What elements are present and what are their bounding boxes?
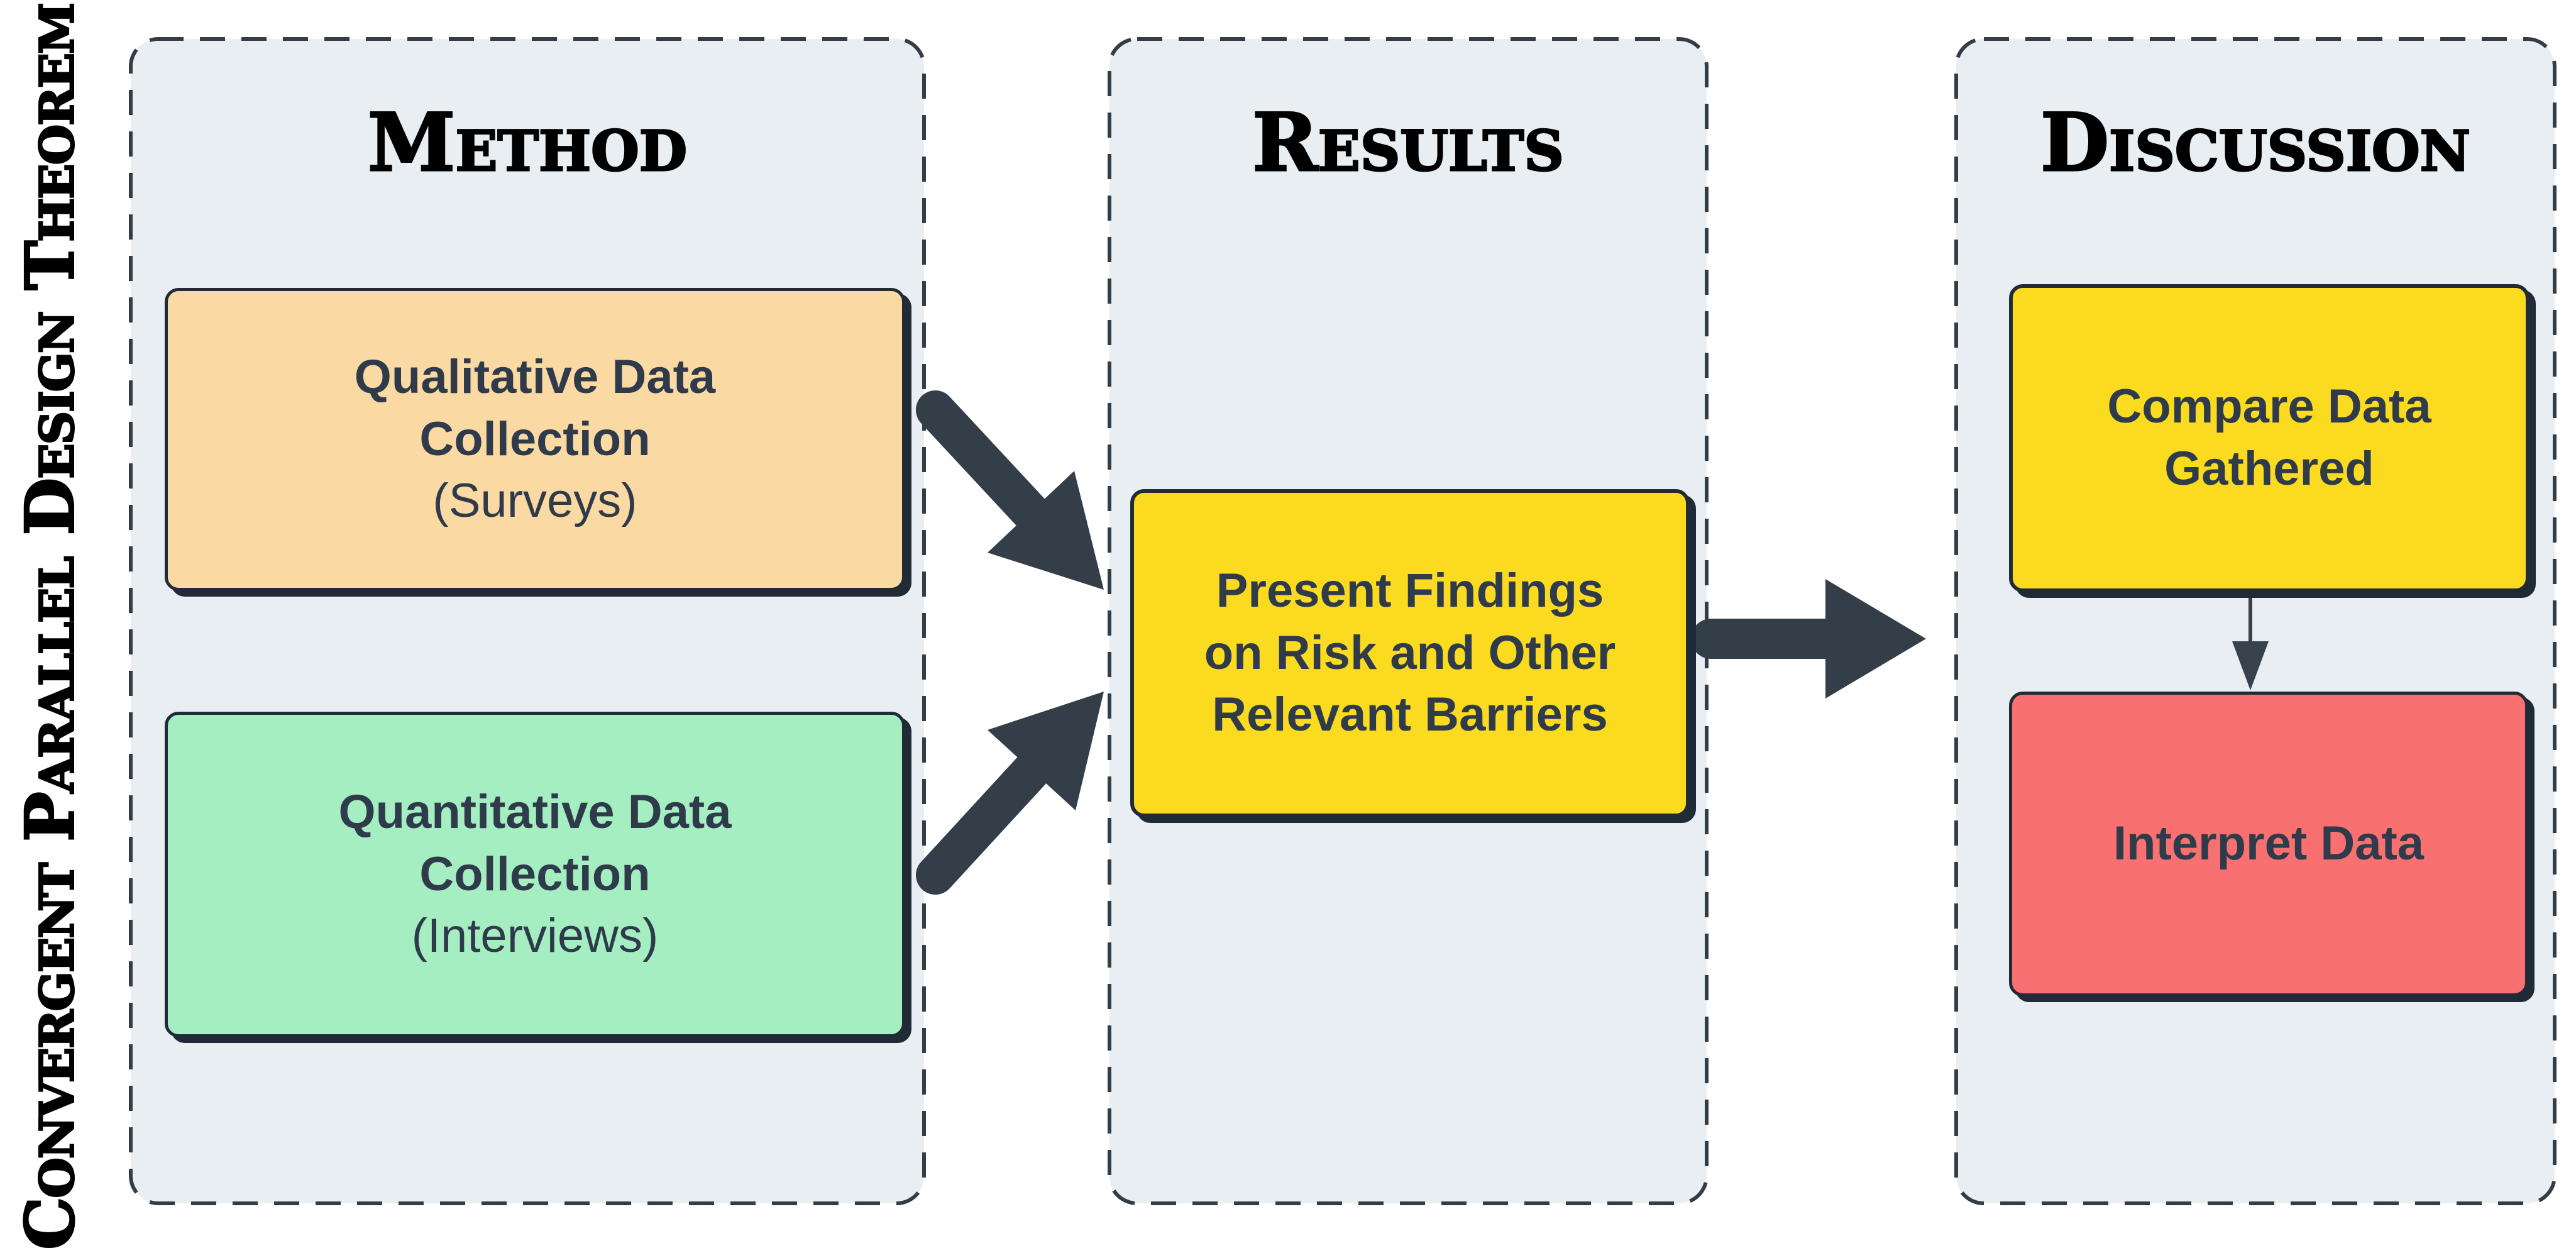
arrow-quantitative-to-results-icon <box>916 692 1104 895</box>
column-header-method: Method <box>366 96 688 189</box>
box-qualitative-data-collection: Qualitative Data Collection (Surveys) <box>165 288 905 591</box>
box-label: Compare Data Gathered <box>2107 380 2431 495</box>
arrow-qualitative-to-results-icon <box>916 390 1104 590</box>
column-header-results: Results <box>1252 96 1565 189</box>
diagram-title-vertical: Convergent Parallel Design Theorem <box>9 3 90 1250</box>
box-sublabel: (Surveys) <box>432 474 637 528</box>
box-label: Interpret Data <box>2113 817 2425 871</box>
arrow-results-to-discussion-icon <box>1691 579 1926 698</box>
box-interpret-data: Interpret Data <box>2009 692 2528 996</box>
box-label: Qualitative Data Collection <box>354 350 716 466</box>
box-present-findings: Present Findings on Risk and Other Relev… <box>1130 489 1690 817</box>
box-compare-data-gathered: Compare Data Gathered <box>2009 284 2529 592</box>
box-sublabel: (Interviews) <box>411 909 659 963</box>
box-quantitative-data-collection: Quantitative Data Collection (Interviews… <box>165 712 905 1037</box>
arrow-compare-to-interpret-icon <box>2232 588 2269 690</box>
box-label: Quantitative Data Collection <box>338 785 732 901</box>
column-header-discussion: Discussion <box>2039 96 2471 189</box>
box-label: Present Findings on Risk and Other Relev… <box>1204 563 1616 742</box>
discussion-panel-border <box>1954 37 2557 1205</box>
